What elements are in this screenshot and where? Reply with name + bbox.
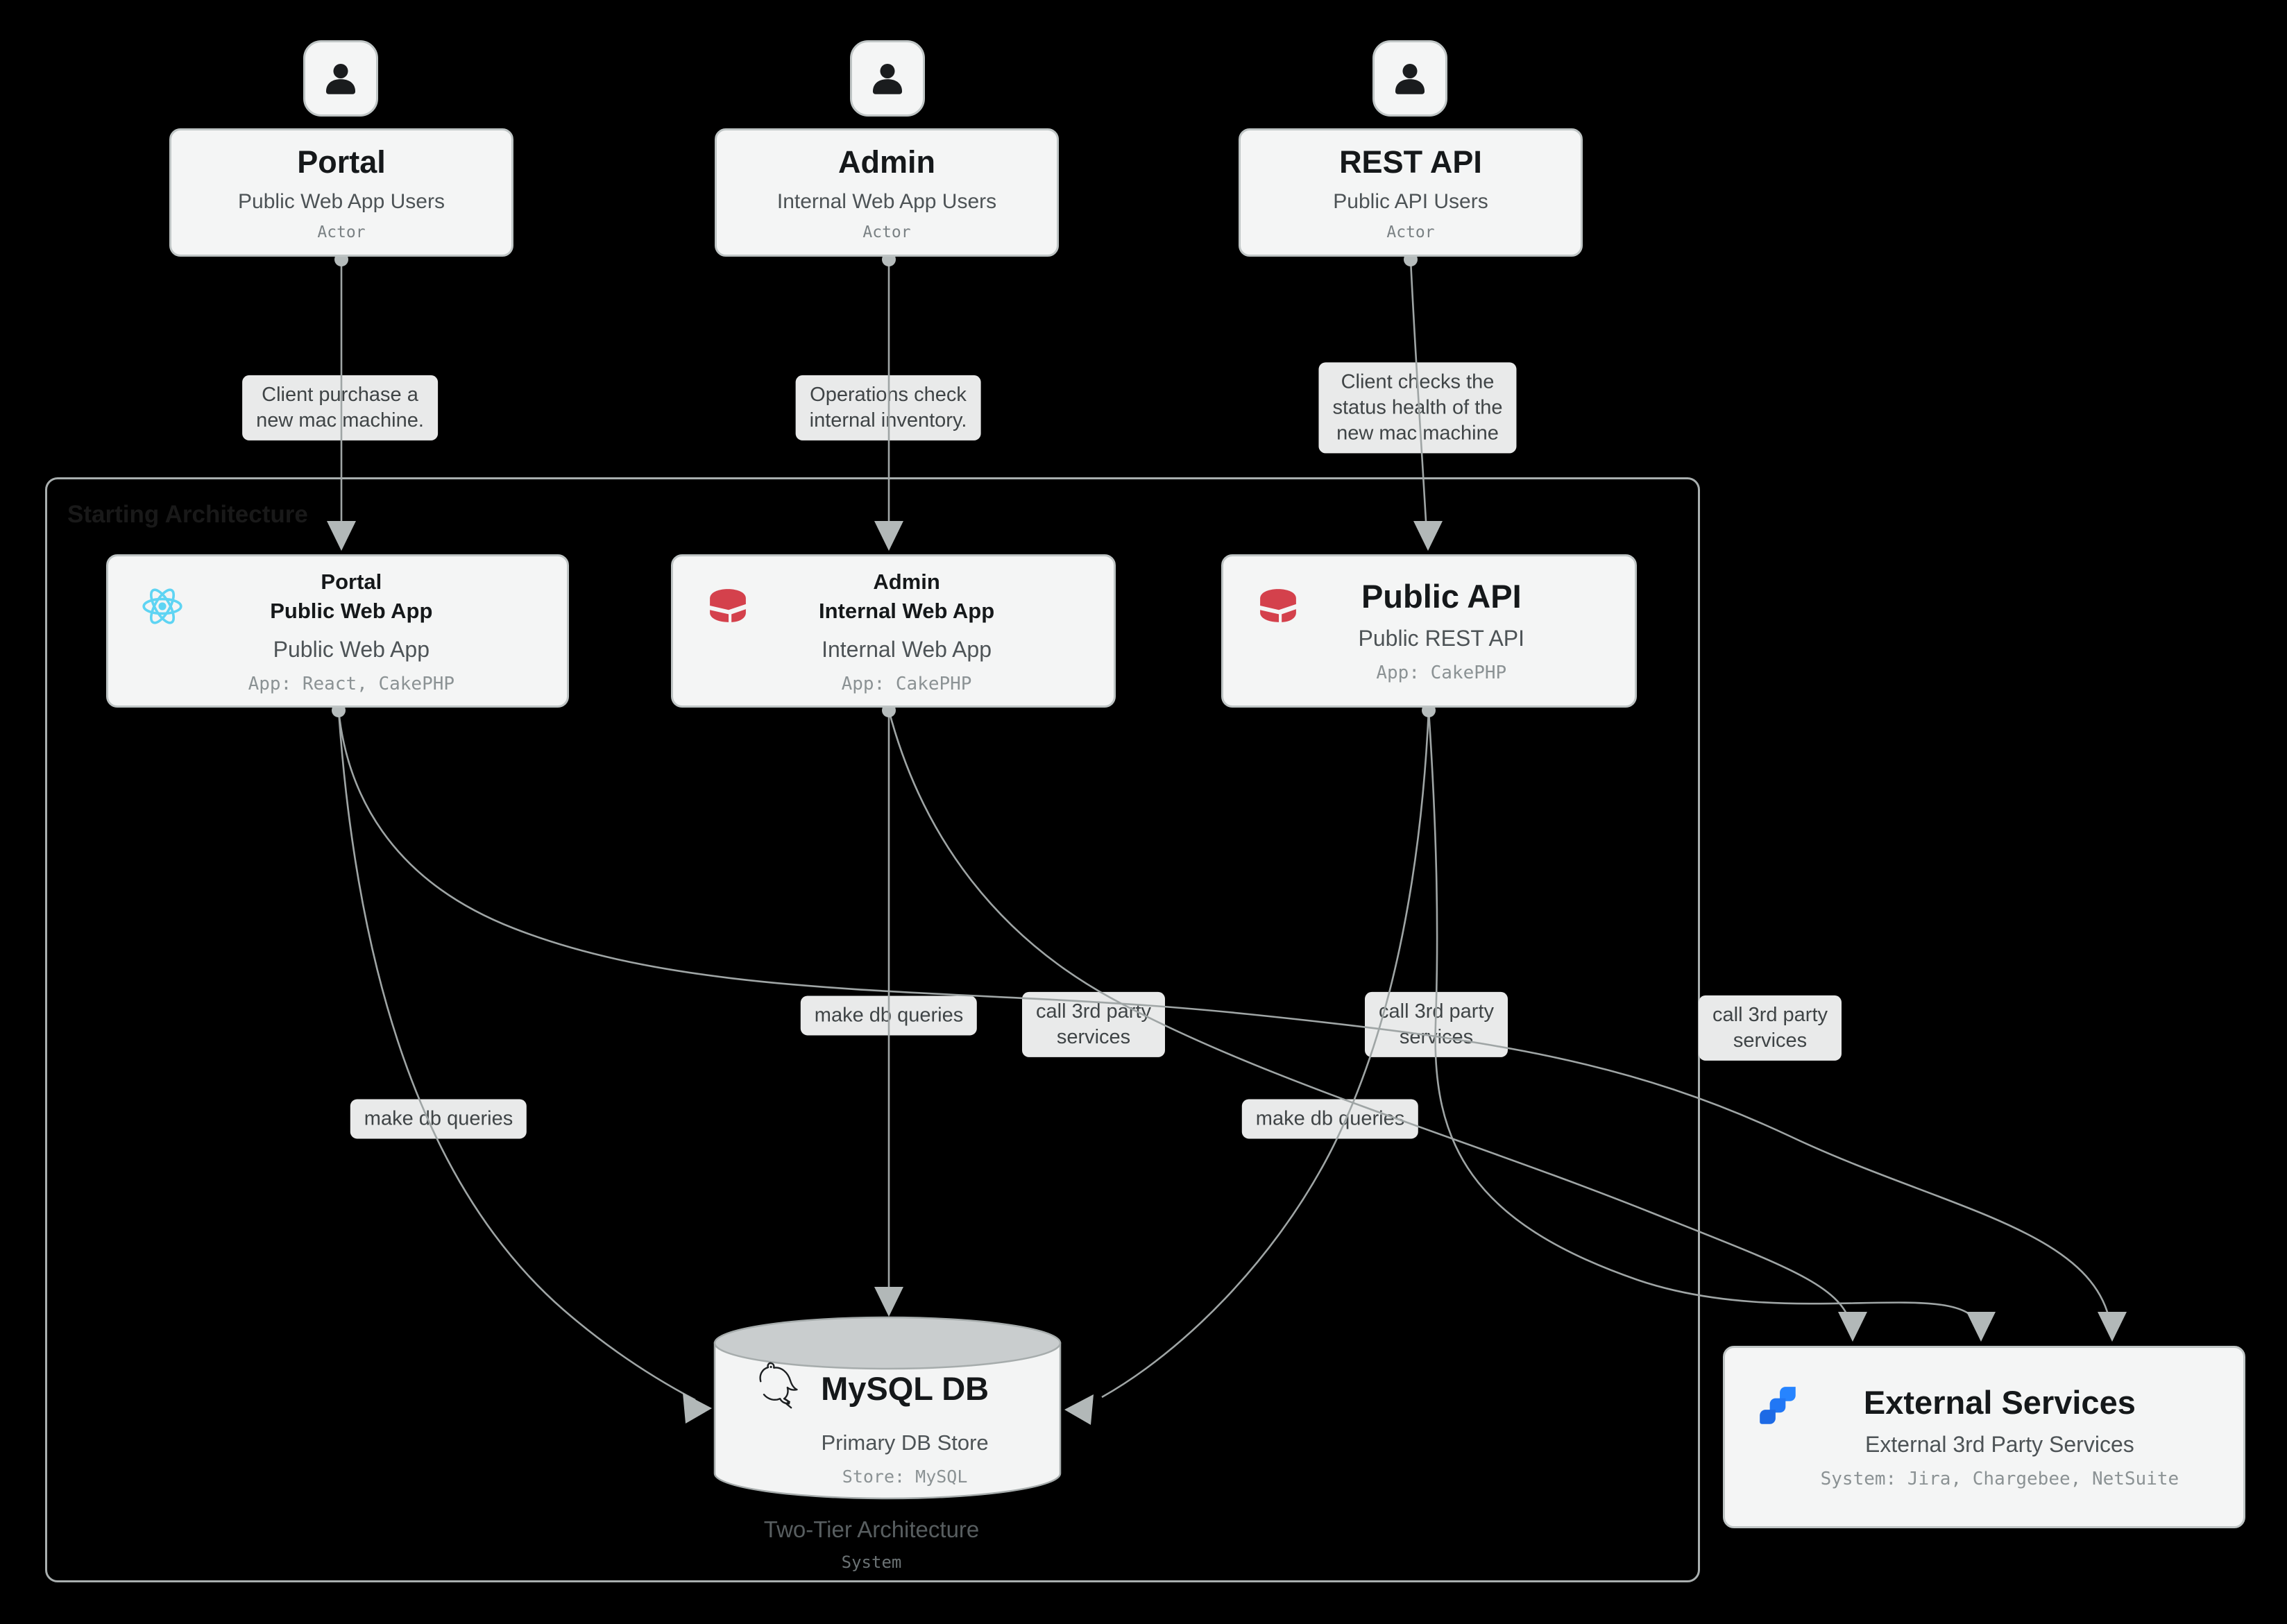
system-technology: System: Jira, Chargebee, NetSuite [1820, 1468, 2179, 1489]
actor-description: Internal Web App Users [776, 189, 997, 213]
app-technology: App: CakePHP [841, 673, 972, 694]
edge-label-3rdparty-api: call 3rd party services [1364, 991, 1508, 1058]
cakephp-icon [1257, 586, 1300, 629]
actor-node-portal: Portal Public Web App Users Actor [169, 128, 513, 257]
cylinder-shape [713, 1316, 1062, 1500]
edge-label-admin-request: Operations check internal inventory. [795, 375, 981, 441]
db-description: Primary DB Store [821, 1430, 989, 1455]
actor-title: Portal [297, 144, 386, 180]
boundary-footer-type: System [841, 1553, 902, 1572]
app-title: Admin Internal Web App [818, 570, 995, 623]
app-description: Public REST API [1358, 625, 1525, 651]
edge-label-db-admin: make db queries [800, 995, 978, 1036]
actor-title: Admin [838, 144, 935, 180]
app-technology: App: CakePHP [1376, 662, 1507, 683]
arrowhead-external-mid [1966, 1312, 1996, 1342]
arrowhead-external-left [1838, 1312, 1867, 1342]
app-node-public-api: Public API Public REST API App: CakePHP [1221, 554, 1637, 708]
edge-label-3rdparty-admin: call 3rd party services [1021, 991, 1166, 1058]
app-title: Portal Public Web App [270, 570, 433, 623]
actor-type-label: Actor [1386, 223, 1435, 241]
edge-label-db-portal: make db queries [350, 1099, 527, 1139]
person-icon [1395, 63, 1425, 94]
actor-type-label: Actor [317, 223, 366, 241]
jira-icon [1758, 1384, 1799, 1433]
person-node-restapi [1372, 40, 1447, 117]
person-node-admin [850, 40, 925, 117]
arrowhead-external-right [2098, 1312, 2127, 1342]
db-technology: Store: MySQL [842, 1467, 968, 1487]
react-icon [142, 586, 183, 631]
boundary-footer-title: Two-Tier Architecture [763, 1516, 980, 1542]
db-title: MySQL DB [821, 1370, 989, 1407]
app-title: Public API [1361, 578, 1522, 615]
actor-type-label: Actor [862, 223, 911, 241]
person-icon [325, 63, 356, 94]
edge-label-restapi-request: Client checks the status health of the n… [1318, 362, 1517, 454]
mysql-dolphin-icon [751, 1360, 804, 1413]
actor-title: REST API [1339, 144, 1482, 180]
system-description: External 3rd Party Services [1865, 1431, 2134, 1457]
app-technology: App: React, CakePHP [248, 673, 455, 694]
actor-description: Public Web App Users [238, 189, 445, 213]
person-node-portal [303, 40, 378, 117]
app-description: Public Web App [273, 636, 430, 662]
edge-label-portal-request: Client purchase a new mac machine. [242, 375, 438, 441]
actor-description: Public API Users [1333, 189, 1488, 213]
app-node-admin-web-app: Admin Internal Web App Internal Web App … [671, 554, 1116, 708]
cakephp-icon [706, 586, 749, 629]
db-node-mysql: MySQL DB Primary DB Store Store: MySQL [713, 1315, 1062, 1523]
system-node-external-services: External Services External 3rd Party Ser… [1723, 1346, 2245, 1528]
app-node-portal-web-app: Portal Public Web App Public Web App App… [106, 554, 569, 708]
app-description: Internal Web App [822, 636, 992, 662]
edge-label-3rdparty-portal: call 3rd party services [1698, 995, 1842, 1061]
edge-label-db-api: make db queries [1241, 1099, 1419, 1139]
boundary-label: Starting Architecture [67, 501, 308, 528]
actor-node-admin: Admin Internal Web App Users Actor [715, 128, 1059, 257]
person-icon [872, 63, 903, 94]
actor-node-restapi: REST API Public API Users Actor [1239, 128, 1583, 257]
system-title: External Services [1863, 1384, 2136, 1421]
